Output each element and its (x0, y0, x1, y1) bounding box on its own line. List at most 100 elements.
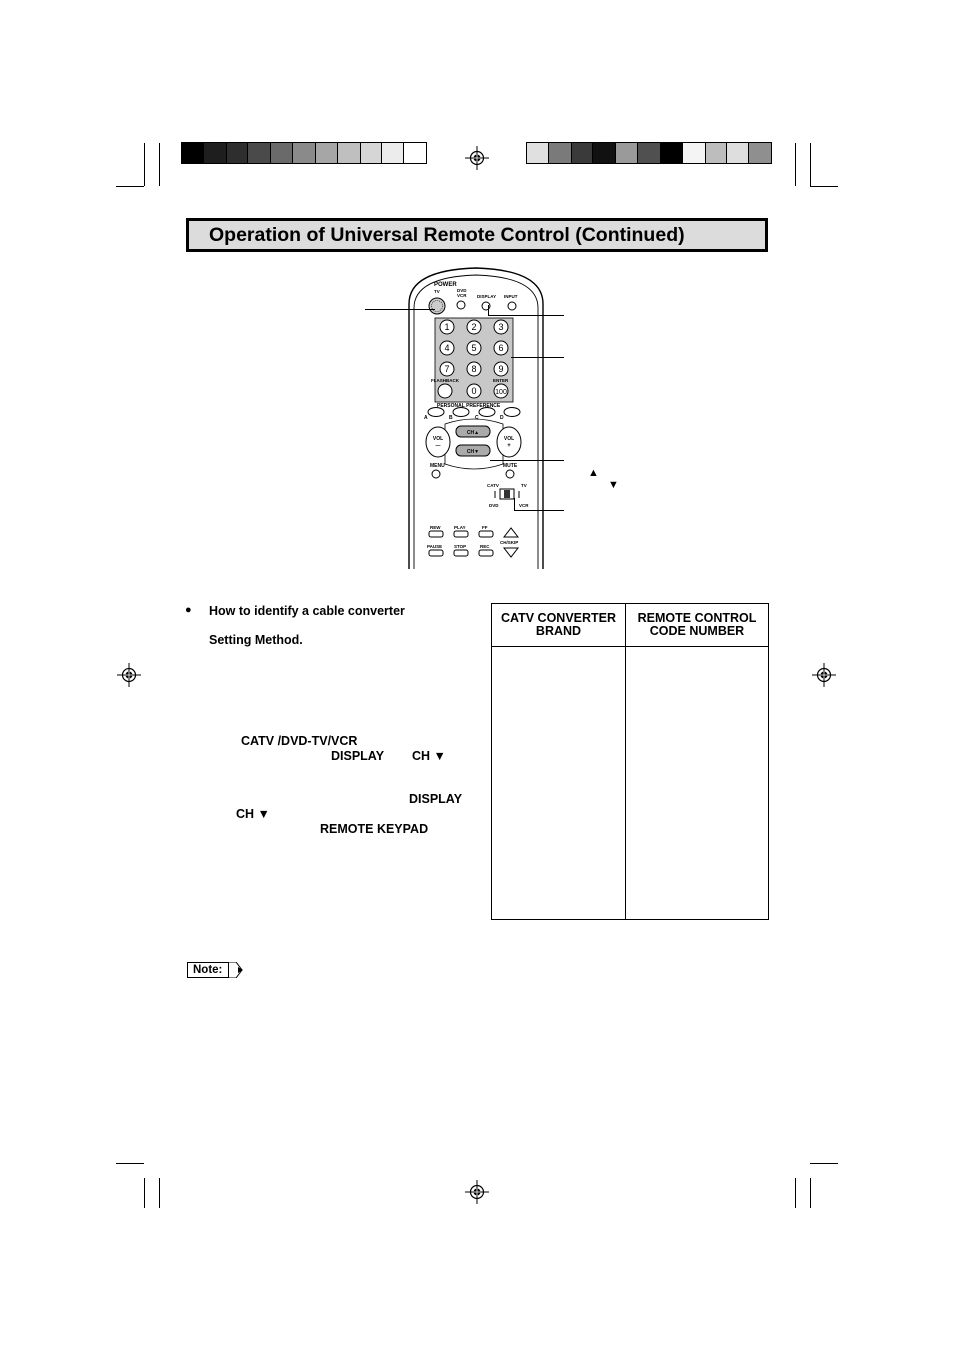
rew-button[interactable] (428, 530, 444, 538)
vol-plus-label: VOL (504, 436, 514, 442)
key-6[interactable] (493, 340, 509, 356)
crosshair-icon (465, 146, 489, 170)
key-0[interactable] (466, 383, 482, 399)
vol-plus-sign: + (507, 443, 511, 449)
key-5[interactable] (466, 340, 482, 356)
switch-label: CATV /DVD-TV/VCR (241, 734, 358, 748)
crosshair-icon (812, 663, 836, 687)
rec-button[interactable] (478, 549, 494, 557)
catv-code-table: CATV CONVERTER BRAND REMOTE CONTROL CODE… (491, 603, 769, 920)
section-heading: How to identify a cable converter (209, 604, 405, 618)
rew-label: REW (430, 525, 441, 530)
svg-text:4: 4 (444, 343, 449, 353)
power-dvd-vcr-button[interactable] (456, 300, 466, 310)
display-key-label-2: DISPLAY (409, 792, 463, 806)
ff-button[interactable] (478, 530, 494, 538)
crosshair-icon (117, 663, 141, 687)
pp-button-c[interactable] (478, 407, 496, 417)
note-arrow-icon (229, 962, 243, 978)
key-100[interactable] (493, 383, 509, 399)
vol-plus-button[interactable] (496, 426, 522, 458)
svg-text:5: 5 (471, 343, 476, 353)
play-label: PLAY (454, 525, 466, 530)
ch-down-label: CH▼ (467, 449, 479, 455)
bullet-icon: ● (185, 604, 192, 616)
key-8[interactable] (466, 361, 482, 377)
key-4[interactable] (439, 340, 455, 356)
vol-minus-label: VOL (433, 436, 443, 442)
crosshair-icon (465, 1180, 489, 1204)
svg-text:8: 8 (471, 364, 476, 374)
ch-down-key-label: CH ▼ (412, 749, 446, 763)
key-2[interactable] (466, 319, 482, 335)
pp-letter-d: D (500, 415, 504, 421)
vol-minus-sign: — (436, 443, 441, 449)
ch-down-button[interactable] (455, 444, 491, 457)
pause-label: PAUSE (427, 544, 442, 549)
key-9[interactable] (493, 361, 509, 377)
remote-control-illustration: POWER TV DVD VCR DISPLAY INPUT 1 2 3 4 5… (408, 267, 544, 569)
color-bar-left (181, 142, 427, 164)
ch-up-button[interactable] (455, 425, 491, 438)
rec-label: REC (480, 544, 490, 549)
svg-text:2: 2 (471, 322, 476, 332)
number-keys: 1 2 3 4 5 6 7 8 9 (439, 319, 509, 377)
table-cell-brand (491, 646, 626, 920)
ch-down-key-label-2: CH ▼ (236, 807, 270, 821)
stop-button[interactable] (453, 549, 469, 557)
stop-label: STOP (454, 544, 466, 549)
catv-label: CATV (487, 483, 499, 488)
vol-minus-button[interactable] (425, 426, 451, 458)
personal-preference-label: PERSONAL PREFERENCE (437, 403, 501, 409)
key-7[interactable] (439, 361, 455, 377)
pause-button[interactable] (428, 549, 444, 557)
display-key-label: DISPLAY (331, 749, 385, 763)
enter-label: ENTER (493, 378, 509, 383)
ch-up-arrow-icon: ▲ (588, 467, 599, 479)
chskip-down-button[interactable] (502, 547, 520, 558)
flashback-label: FLASHBACK (431, 378, 460, 383)
pp-letter-a: A (424, 415, 428, 421)
flashback-button[interactable] (437, 383, 453, 399)
pp-button-d[interactable] (503, 407, 521, 417)
pp-button-a[interactable] (427, 407, 445, 417)
table-header-brand: CATV CONVERTER BRAND (491, 603, 626, 647)
tv-label: TV (434, 289, 440, 294)
key-3[interactable] (493, 319, 509, 335)
chskip-up-button[interactable] (502, 527, 520, 538)
svg-text:7: 7 (444, 364, 449, 374)
chskip-label: CH/SKIP (500, 540, 518, 545)
page-title-box: Operation of Universal Remote Control (C… (186, 218, 768, 252)
dvd-label: DVD (457, 288, 467, 293)
input-label: INPUT (504, 294, 518, 299)
svg-text:0: 0 (471, 386, 476, 396)
menu-label: MENU (430, 463, 445, 469)
tv-switch-label: TV (521, 483, 527, 488)
play-button[interactable] (453, 530, 469, 538)
svg-text:1: 1 (444, 322, 449, 332)
note-label: Note: (187, 962, 230, 978)
table-cell-code (625, 646, 769, 920)
vcr-switch-label: VCR (519, 503, 529, 508)
power-label: POWER (434, 282, 457, 288)
mute-label: MUTE (503, 463, 518, 469)
display-label: DISPLAY (477, 294, 496, 299)
mute-button[interactable] (505, 469, 515, 479)
key-1[interactable] (439, 319, 455, 335)
ch-up-label: CH▲ (467, 430, 479, 436)
page-title: Operation of Universal Remote Control (C… (209, 224, 685, 246)
pp-button-b[interactable] (452, 407, 470, 417)
ch-down-arrow-icon: ▼ (608, 479, 619, 491)
pp-letter-c: C (475, 415, 479, 421)
svg-text:100: 100 (495, 389, 507, 396)
pp-letter-b: B (449, 415, 453, 421)
dvd-switch-label: DVD (489, 503, 499, 508)
table-header-code: REMOTE CONTROL CODE NUMBER (625, 603, 769, 647)
input-button[interactable] (507, 301, 517, 311)
svg-text:6: 6 (498, 343, 503, 353)
menu-button[interactable] (431, 469, 441, 479)
color-bar-right (526, 142, 772, 164)
svg-text:9: 9 (498, 364, 503, 374)
setting-method-label: Setting Method. (209, 633, 303, 647)
ff-label: FF (482, 525, 488, 530)
